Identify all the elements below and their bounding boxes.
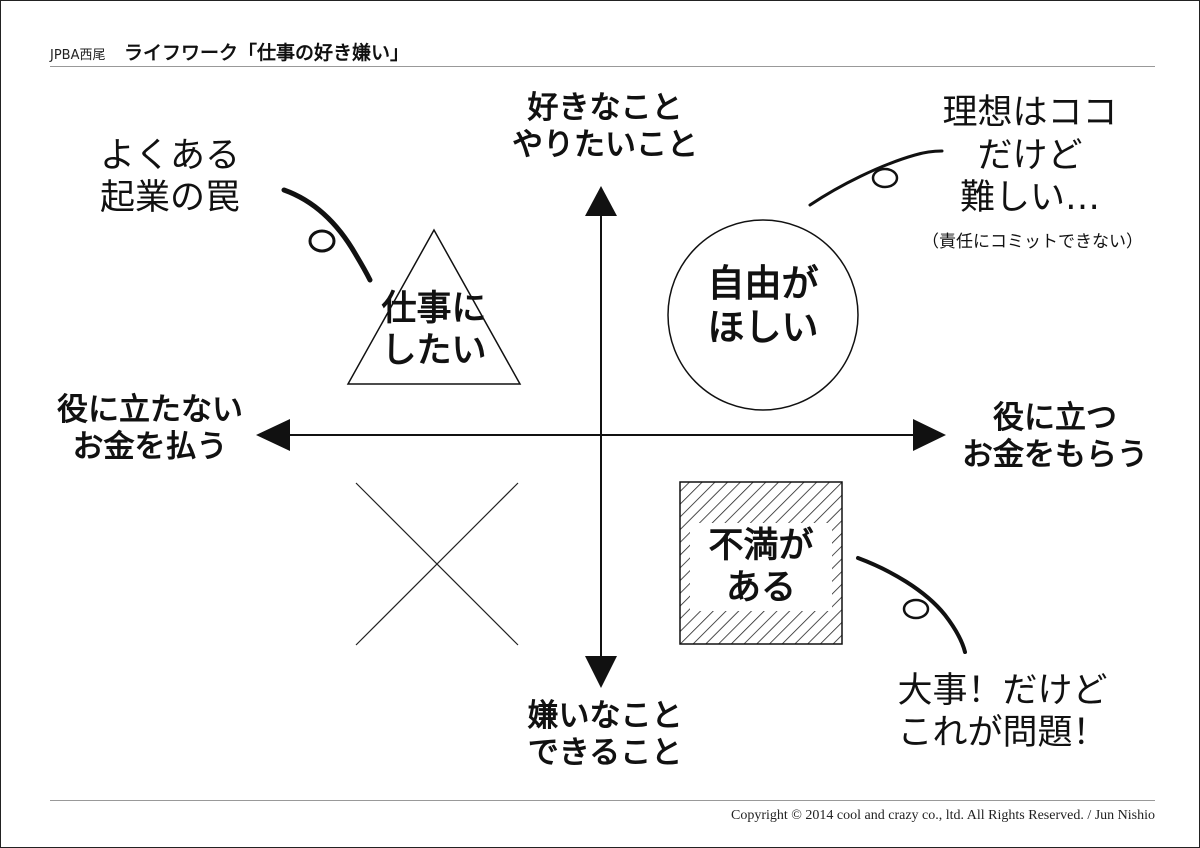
callout-top-left: よくある 起業の罠 xyxy=(99,136,240,218)
axis-arrow-left xyxy=(256,419,290,451)
callout-loop-top-right xyxy=(871,167,899,189)
axis-label-bottom: 嫌いなこと できること xyxy=(527,698,683,772)
axis-label-left: 役に立たない お金を払う xyxy=(57,392,243,466)
callout-stroke-bottom-right xyxy=(856,556,967,654)
circle-shape xyxy=(667,219,859,411)
header-org: JPBA西尾 xyxy=(50,48,106,63)
axis-arrow-right xyxy=(913,419,946,451)
callout-stroke-top-left xyxy=(281,187,373,283)
axis-label-right: 役に立つ お金をもらう xyxy=(962,400,1148,474)
callout-loop-bottom-right xyxy=(902,598,930,620)
hatched-square-label: 不満が ある xyxy=(690,523,832,611)
axis-arrow-down xyxy=(585,656,617,688)
axis-label-top: 好きなこと やりたいこと xyxy=(512,90,698,164)
callout-stroke-top-right xyxy=(808,149,944,207)
axis-arrow-up xyxy=(585,186,617,216)
callout-top-right-note: （責任にコミットできない） xyxy=(922,232,1143,252)
circle-label: 自由が ほしい xyxy=(707,262,819,350)
callout-top-right: 理想はココ だけど 難しい… xyxy=(942,93,1118,219)
triangle-shape xyxy=(346,228,522,385)
header-rule xyxy=(50,66,1155,67)
triangle-label: 仕事に したい xyxy=(381,289,487,371)
header-title: ライフワーク「仕事の好き嫌い」 xyxy=(124,42,410,64)
callout-loop-top-left xyxy=(308,229,336,253)
footer-copyright: Copyright © 2014 cool and crazy co., ltd… xyxy=(731,808,1155,823)
footer-rule xyxy=(50,800,1155,801)
callout-bottom-right: 大事！だけど これが問題！ xyxy=(897,671,1108,753)
cross-line-2 xyxy=(355,482,519,646)
